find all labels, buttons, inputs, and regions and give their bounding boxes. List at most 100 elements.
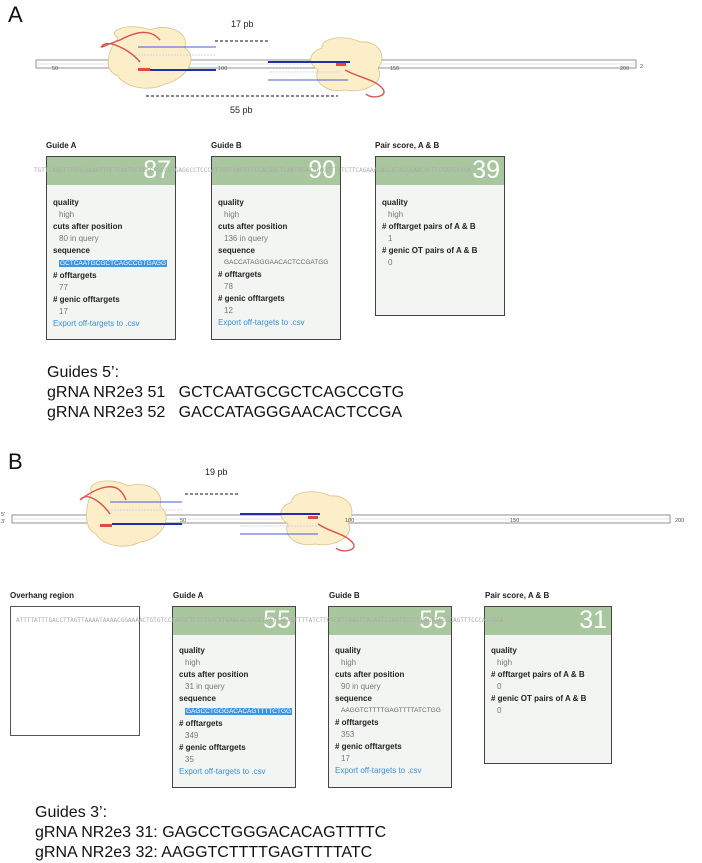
sequence-label: sequence: [335, 694, 372, 703]
ruler-tick-200: 200: [620, 66, 630, 72]
offtargets-label: # offtargets: [179, 719, 223, 728]
ruler-end-label: 2: [640, 64, 644, 70]
offtarget-pairs-label: # offtarget pairs of A & B: [491, 670, 585, 679]
offtargets-label: # offtargets: [218, 270, 262, 279]
quality-label: quality: [335, 646, 361, 655]
guide-a-score: 55: [263, 606, 291, 634]
pair-score-title: Pair score, A & B: [485, 591, 550, 600]
guide-sequence-selected[interactable]: GCTCAATGCGCTCAGCCGTGAGG: [59, 260, 168, 267]
guide-sequence-selected[interactable]: GAGCCTGGGACACAGTTTTCTGG: [185, 708, 293, 715]
ruler-tick-50: 50: [180, 518, 187, 524]
guide-name: gRNA NR2e3 52: [47, 404, 166, 421]
cas9-left-icon: [107, 26, 192, 89]
pair-score-title: Pair score, A & B: [375, 141, 440, 150]
grna-left-icon: [79, 486, 127, 515]
export-csv-link[interactable]: Export off-targets to .csv: [218, 318, 305, 327]
quality-label: quality: [218, 198, 244, 207]
guide-b-score-header: 90: [212, 156, 340, 185]
quality-value: high: [497, 658, 513, 667]
pair-score-card: 31 quality high # offtarget pairs of A &…: [484, 606, 612, 764]
cas9-left-icon: [86, 480, 167, 547]
panel-a-label: A: [8, 2, 23, 27]
ruler-tick-100: 100: [345, 518, 355, 524]
export-csv-link[interactable]: Export off-targets to .csv: [53, 319, 140, 328]
ruler-tick-100: 100: [218, 66, 228, 72]
overhang-region-box: [10, 606, 140, 736]
pair-score-header: 39: [376, 156, 504, 185]
strand-5-label: 5': [1, 512, 6, 518]
query-sequence-line: TGTTCAAGTTTGGGAAAATTGCTCAATGCGCTCAGCCGTG…: [34, 167, 472, 174]
export-csv-link[interactable]: Export off-targets to .csv: [335, 766, 422, 775]
guide-a-score: 87: [143, 156, 171, 184]
quality-value: high: [341, 658, 357, 667]
guide-a-card: 55 quality high cuts after position 31 i…: [172, 606, 296, 788]
guide-seq: GACCATAGGGAACACTCCGA: [178, 404, 403, 421]
cuts-label: cuts after position: [335, 670, 405, 679]
ruler-tick-150: 150: [510, 518, 520, 524]
offtarget-pairs-value: 0: [497, 682, 502, 691]
genic-offtargets-label: # genic offtargets: [179, 743, 246, 752]
genic-ot-pairs-label: # genic OT pairs of A & B: [491, 694, 587, 703]
offtarget-pairs-value: 1: [388, 234, 393, 243]
guide-a-card: 87 quality high cuts after position 80 i…: [46, 156, 176, 340]
offtargets-value: 353: [341, 730, 355, 739]
ruler-tick-200: 200: [675, 518, 685, 524]
genic-offtargets-value: 17: [59, 307, 68, 316]
guide-b-card: 90 quality high cuts after position 136 …: [211, 156, 341, 340]
quality-value: high: [224, 210, 240, 219]
guide-a-score-header: 55: [173, 606, 295, 635]
guide-name: gRNA NR2e3 32:: [35, 844, 158, 861]
cuts-label: cuts after position: [179, 670, 249, 679]
guide-b-score: 90: [308, 156, 336, 184]
genic-offtargets-label: # genic offtargets: [218, 294, 285, 303]
guide-b-title: Guide B: [211, 141, 242, 150]
cas9-right-icon: [310, 37, 383, 92]
offtargets-value: 77: [59, 283, 68, 292]
sequence-label: sequence: [179, 694, 216, 703]
genic-offtargets-label: # genic offtargets: [53, 295, 120, 304]
ruler-tick-150: 150: [390, 66, 400, 72]
guide-b-title: Guide B: [329, 591, 360, 600]
guide-name: gRNA NR2e3 31:: [35, 824, 158, 841]
grna-right-icon: [344, 69, 385, 98]
sequence-label: sequence: [218, 246, 255, 255]
cuts-value: 136 in query: [224, 234, 269, 243]
guides-5-block: Guides 5’: gRNA NR2e3 51 GCTCAATGCGCTCAG…: [47, 363, 404, 423]
export-csv-link[interactable]: Export off-targets to .csv: [179, 767, 266, 776]
cuts-value: 90 in query: [341, 682, 381, 691]
cuts-value: 31 in query: [185, 682, 225, 691]
offtargets-value: 78: [224, 282, 233, 291]
sequence-label: sequence: [53, 246, 90, 255]
guide-seq: GCTCAATGCGCTCAGCCGTG: [178, 384, 405, 401]
guide-a-title: Guide A: [173, 591, 204, 600]
quality-label: quality: [53, 198, 79, 207]
guide-b-score-header: 55: [329, 606, 451, 635]
pair-score-card: 39 quality high # offtarget pairs of A &…: [375, 156, 505, 316]
guides-title: Guides 5’:: [47, 364, 120, 381]
guide-b-card: 55 quality high cuts after position 90 i…: [328, 606, 452, 788]
offtargets-value: 349: [185, 731, 199, 740]
pair-score-header: 31: [485, 606, 611, 635]
genic-offtargets-label: # genic offtargets: [335, 742, 402, 751]
pair-score: 39: [472, 156, 500, 184]
genic-offtargets-value: 17: [341, 754, 350, 763]
guide-name: gRNA NR2e3 51: [47, 384, 166, 401]
overhang-title: Overhang region: [10, 591, 75, 600]
genic-ot-pairs-label: # genic OT pairs of A & B: [382, 246, 478, 255]
pair-score: 31: [579, 606, 607, 634]
strand-3-label: 3': [1, 519, 6, 525]
query-sequence-line: ATTTTATTTGACCTTAGTTAAAATAAAACGGAAAACTGTG…: [16, 617, 504, 624]
guide-sequence[interactable]: GACCATAGGGAACACTCCGATGG: [224, 259, 329, 266]
guide-sequence[interactable]: AAGGTCTTTTGAGTTTTATCTGG: [341, 707, 441, 714]
grna-right-icon: [317, 523, 355, 552]
cuts-value: 80 in query: [59, 234, 99, 243]
guide-seq: AAGGTCTTTTGAGTTTTATC: [161, 844, 373, 861]
panel-b-diagram: [11, 480, 671, 552]
gap-top-label: 19 pb: [205, 467, 228, 477]
grna-left-icon: [100, 31, 161, 63]
genic-ot-pairs-value: 0: [388, 258, 393, 267]
quality-value: high: [388, 210, 404, 219]
genic-ot-pairs-value: 0: [497, 706, 502, 715]
offtargets-label: # offtargets: [53, 271, 97, 280]
panel-a-diagram: [35, 26, 637, 98]
